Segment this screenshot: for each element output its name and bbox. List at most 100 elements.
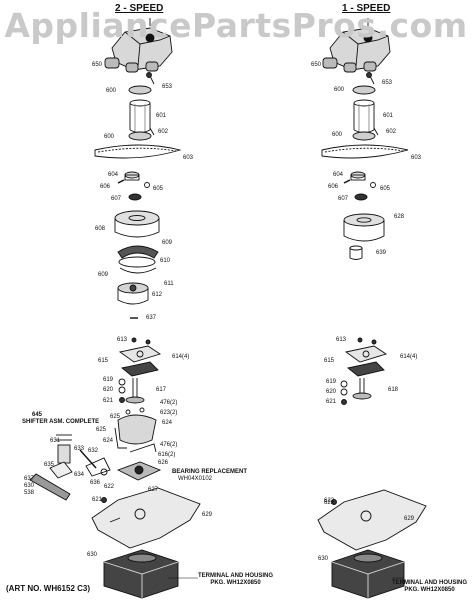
shifter-part-number: 645 <box>32 412 43 418</box>
callout-label: 606 <box>328 184 339 190</box>
right-part-600-ring-lower <box>352 131 376 141</box>
callout-label: 653 <box>162 84 173 90</box>
callout-label: 538 <box>24 490 35 496</box>
callout-label: 608 <box>95 226 106 232</box>
right-part-600-ring-upper <box>352 85 376 95</box>
callout-label: 622 <box>104 484 115 490</box>
callout-label: 600 <box>332 132 343 138</box>
callout-label: 618 <box>388 387 399 393</box>
callout-label: 621 <box>103 398 114 404</box>
right-part-604-pulley <box>350 171 366 181</box>
right-part-629-base-plate <box>317 489 427 551</box>
right-part-602-clip <box>373 127 379 136</box>
callout-label: 600 <box>334 87 345 93</box>
left-part-620-bushing <box>118 386 126 394</box>
bearing-title: BEARING REPLACEMENT <box>172 469 248 475</box>
callout-label: 615 <box>324 358 335 364</box>
callout-label: 650 <box>92 62 103 68</box>
left-part-610-brake-shoes <box>117 245 159 274</box>
callout-label: 627 <box>148 487 159 493</box>
callout-label: 606 <box>100 184 111 190</box>
right-part-606-key <box>343 179 351 184</box>
callout-label: 631 <box>50 438 61 444</box>
callout-label: 630 <box>318 556 329 562</box>
callout-label: 600 <box>106 88 117 94</box>
callout-label: 634 <box>74 472 85 478</box>
terminal-title-right: TERMINAL AND HOUSING <box>392 580 467 586</box>
callout-label: 632 <box>88 448 99 454</box>
callout-label: 604 <box>108 172 119 178</box>
left-part-600-ring-lower <box>128 131 152 141</box>
callout-label: 611 <box>164 281 174 287</box>
left-part-606-key <box>117 179 125 184</box>
bearing-part-number: WH04X0102 <box>178 475 213 482</box>
callout-label: 633 <box>74 446 85 452</box>
right-part-621-nut <box>341 399 347 405</box>
callout-label: 624 <box>103 438 114 444</box>
callout-label: 628 <box>394 214 405 220</box>
callout-label: 601 <box>383 113 394 119</box>
callout-label: 620 <box>103 387 114 393</box>
callout-label: 625 <box>110 414 121 420</box>
callout-label: 616(2) <box>158 452 176 458</box>
right-part-628-pulley-drum <box>343 213 385 242</box>
left-part-650-valve-head <box>104 18 173 73</box>
callout-label: 613 <box>336 337 347 343</box>
callout-label: 614(4) <box>172 354 190 360</box>
right-part-603-belt <box>321 144 409 159</box>
callout-label: 637 <box>146 315 157 321</box>
shifter-description: SHIFTER ASM. COMPLETE <box>22 418 100 425</box>
right-part-620-bushing <box>340 388 348 396</box>
callout-label: 612 <box>152 292 163 298</box>
callout-label: 636 <box>90 480 101 486</box>
left-part-600-ring-upper <box>128 85 152 95</box>
callout-label: 630 <box>24 483 35 489</box>
left-part-617-shaft <box>125 378 145 404</box>
callout-label: 617 <box>156 387 167 393</box>
terminal-title-left: TERMINAL AND HOUSING <box>198 573 273 579</box>
left-part-619-bushing <box>118 378 126 386</box>
terminal-housing-note-right: TERMINAL AND HOUSING PKG. WH12X0850 <box>392 580 467 594</box>
callout-label: 609 <box>98 272 109 278</box>
callout-label: 613 <box>117 337 128 343</box>
left-part-612-hub <box>117 282 149 305</box>
callout-label: 614(4) <box>400 354 418 360</box>
right-part-607-nut <box>354 193 368 201</box>
callout-label: 605 <box>380 186 391 192</box>
callout-label: 629 <box>202 512 213 518</box>
callout-label: 476(2) <box>160 442 178 448</box>
callout-label: 626 <box>158 460 169 466</box>
callout-label: 625 <box>96 427 107 433</box>
right-part-621-screw <box>331 499 337 505</box>
callout-label: 622 <box>324 498 335 504</box>
right-part-601-tube <box>353 99 375 133</box>
right-part-613-615-plate <box>344 337 388 377</box>
bearing-replacement-note: BEARING REPLACEMENT WH04X0102 <box>172 469 247 483</box>
callout-label: 619 <box>103 377 114 383</box>
right-part-650-valve-head <box>322 18 391 73</box>
callout-label: 629 <box>404 516 415 522</box>
left-part-608-clutch-drum <box>114 210 160 238</box>
callout-label: 609 <box>162 240 173 246</box>
terminal-part-right: PKG. WH12X0850 <box>404 586 455 593</box>
callout-label: 624 <box>162 420 173 426</box>
left-part-621-nut <box>119 397 125 403</box>
callout-label: 602 <box>158 129 169 135</box>
left-part-626-bearing <box>116 461 162 481</box>
left-part-625-gear-case <box>114 407 157 453</box>
callout-label: 603 <box>411 155 422 161</box>
callout-label: 619 <box>326 379 337 385</box>
callout-label: 621 <box>324 500 335 506</box>
callout-label: 607 <box>338 196 349 202</box>
left-part-605-washer <box>144 182 150 188</box>
terminal-part-left: PKG. WH12X0850 <box>210 579 261 586</box>
callout-label: 610 <box>160 258 171 264</box>
left-part-653-screw <box>146 72 155 85</box>
callout-label: 605 <box>153 186 164 192</box>
callout-label: 623(2) <box>160 410 178 416</box>
callout-label: 621 <box>92 497 103 503</box>
left-part-621-screw <box>101 497 107 503</box>
callout-label: 601 <box>156 113 167 119</box>
callout-label: 620 <box>326 389 337 395</box>
